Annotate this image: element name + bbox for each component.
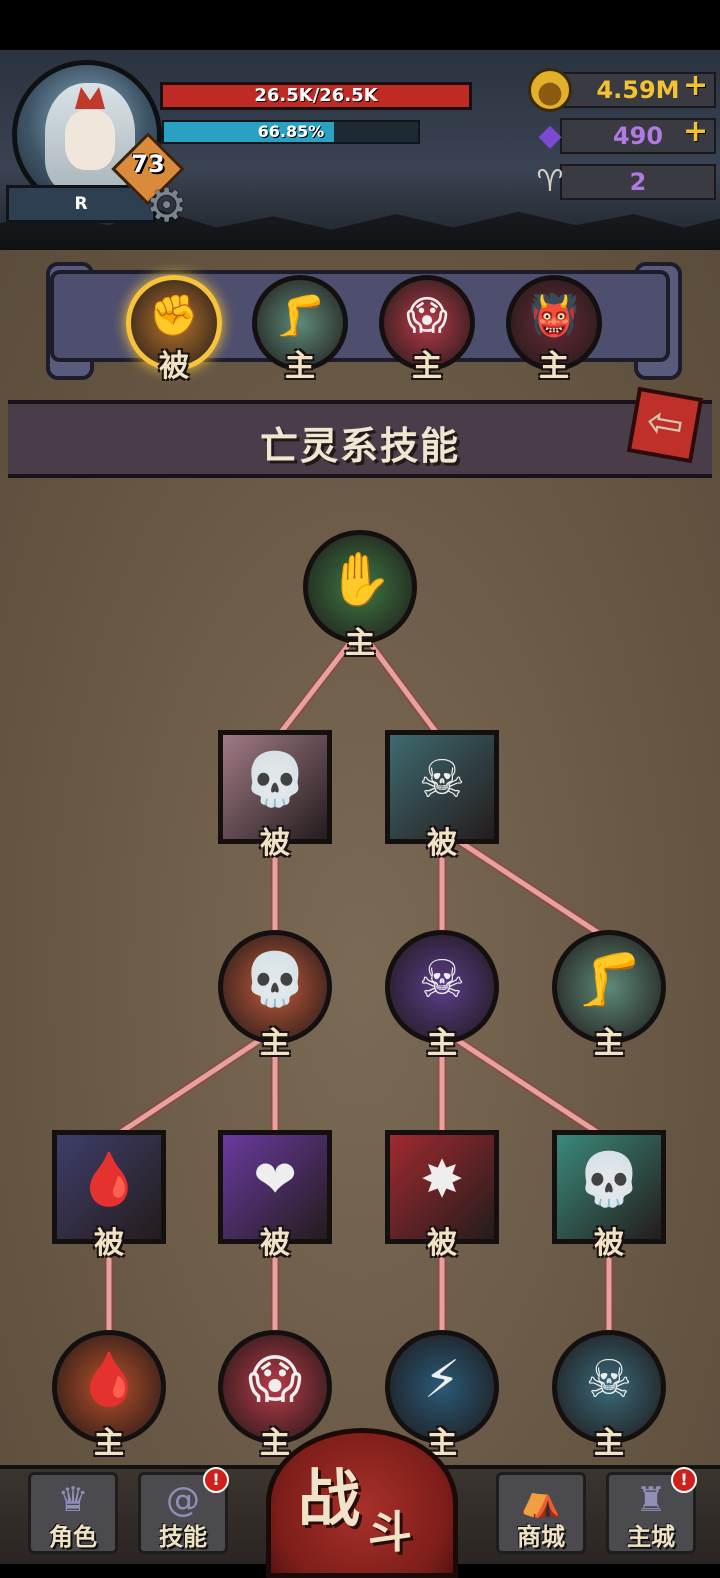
skill-node-8[interactable]: ❤ (218, 1130, 332, 1244)
castle-icon: ♜ (635, 1480, 667, 1520)
skill-node-3[interactable]: ☠ (385, 730, 499, 844)
nav-skills-label: 技能 (159, 1523, 207, 1551)
gauntlet-icon: ✊ (149, 293, 199, 339)
nav-shop-button[interactable]: ⛺ 商城 (496, 1472, 586, 1554)
demon-maw-icon: 👹 (529, 293, 579, 339)
gold-amount: 4.59M (596, 76, 680, 104)
skill-tab-type-2: 主 (285, 349, 315, 384)
ghost-skull-icon: 💀 (576, 1150, 642, 1210)
skill-node-type-1: 主 (345, 626, 375, 661)
skull-slash-icon: 💀 (242, 750, 308, 810)
hp-bar: 26.5K/26.5K (160, 82, 472, 110)
player-rank: R (6, 185, 156, 223)
fight-label-1: 战 (298, 1462, 361, 1535)
gem-amount: 490 (612, 122, 664, 150)
skill-link-2 (357, 628, 445, 742)
skill-node-type-12: 主 (260, 1426, 290, 1461)
skill-tab-3[interactable]: 😱 (379, 275, 475, 371)
skill-node-type-7: 被 (94, 1226, 124, 1261)
gold-coin-icon: ● (528, 68, 572, 112)
skills-alert-badge: ! (203, 1467, 229, 1493)
avatar-face (65, 110, 115, 170)
skill-node-5[interactable]: ☠ (385, 930, 499, 1044)
rising-hand-icon: ✋ (327, 550, 393, 610)
section-title-bar (8, 400, 712, 478)
skill-node-7[interactable]: 🩸 (52, 1130, 166, 1244)
dark-shards-icon: ⚡ (423, 1350, 461, 1410)
skill-node-14[interactable]: ☠ (552, 1330, 666, 1444)
legs-icon: 🦵 (576, 950, 642, 1010)
horn-counter: 2 (560, 164, 716, 200)
settings-gear-icon[interactable]: ⚙ (146, 178, 188, 232)
screaming-face-icon: 😱 (247, 1350, 303, 1410)
skill-tab-2[interactable]: 🦵 (252, 275, 348, 371)
gem-counter: 490 (560, 118, 716, 154)
city-alert-badge: ! (671, 1467, 697, 1493)
stabbed-heart-icon: ❤ (253, 1150, 297, 1210)
fight-button[interactable] (266, 1428, 458, 1578)
add-gem-button[interactable]: + (683, 114, 709, 149)
fight-label-2: 斗 (368, 1507, 412, 1558)
skill-node-type-9: 被 (427, 1226, 457, 1261)
section-title: 亡灵系技能 (259, 424, 460, 468)
skill-tab-1[interactable]: ✊ (126, 275, 222, 371)
xp-bar-fill (164, 122, 334, 142)
helmet-icon: ♛ (57, 1480, 89, 1520)
skill-node-1[interactable]: ✋ (303, 530, 417, 644)
skill-node-type-5: 主 (427, 1026, 457, 1061)
skill-node-12[interactable]: 😱 (218, 1330, 332, 1444)
skill-node-9[interactable]: ✸ (385, 1130, 499, 1244)
skill-node-type-2: 被 (260, 826, 290, 861)
skill-link-5 (440, 827, 611, 943)
screaming-face-icon: 😱 (406, 293, 448, 339)
nav-city-label: 主城 (627, 1523, 675, 1551)
skill-node-type-14: 主 (594, 1426, 624, 1461)
skill-node-type-4: 主 (260, 1026, 290, 1061)
tent-icon: ⛺ (519, 1480, 563, 1520)
skill-node-10[interactable]: 💀 (552, 1130, 666, 1244)
skill-tab-type-4: 主 (539, 349, 569, 384)
skill-node-type-11: 主 (94, 1426, 124, 1461)
bleeding-cloak-icon: 🩸 (76, 1150, 142, 1210)
skill-node-type-6: 主 (594, 1026, 624, 1061)
level-text: 73 (131, 150, 165, 178)
gold-counter: 4.59M (560, 72, 716, 108)
legs-icon: 🦵 (275, 293, 325, 339)
xp-text: 66.85% (257, 122, 325, 141)
reaper-scythe-icon: ☠ (585, 1350, 633, 1410)
skill-node-13[interactable]: ⚡ (385, 1330, 499, 1444)
skeleton-icon: ☠ (418, 950, 466, 1010)
skill-link-9 (440, 1027, 611, 1143)
summon-skeleton-icon: ☠ (418, 750, 466, 810)
blood-burst-icon: ✸ (420, 1150, 464, 1210)
blood-drop-icon: 🩸 (76, 1350, 142, 1410)
horn-amount: 2 (629, 168, 647, 196)
skill-tab-type-3: 主 (412, 349, 442, 384)
skill-node-type-8: 被 (260, 1226, 290, 1261)
skill-node-type-10: 被 (594, 1226, 624, 1261)
skill-node-6[interactable]: 🦵 (552, 930, 666, 1044)
add-gold-button[interactable]: + (683, 68, 709, 103)
skill-node-4[interactable]: 💀 (218, 930, 332, 1044)
ram-skull-icon: ♈ (536, 164, 564, 199)
skill-tab-4[interactable]: 👹 (506, 275, 602, 371)
nav-shop-label: 商城 (517, 1523, 565, 1551)
skill-node-11[interactable]: 🩸 (52, 1330, 166, 1444)
nav-character-button[interactable]: ♛ 角色 (28, 1472, 118, 1554)
swirl-icon: @ (166, 1480, 200, 1520)
skull-pile-icon: 💀 (242, 950, 308, 1010)
skill-node-2[interactable]: 💀 (218, 730, 332, 844)
skill-tree-links (104, 627, 614, 1340)
xp-bar: 66.85% (162, 120, 420, 144)
purple-gem-icon: ◆ (538, 118, 562, 153)
skill-tab-type-1: 被 (159, 349, 189, 384)
skill-link-1 (273, 628, 362, 742)
nav-character-label: 角色 (49, 1523, 97, 1551)
skill-node-type-3: 被 (427, 826, 457, 861)
skill-link-6 (107, 1027, 277, 1143)
